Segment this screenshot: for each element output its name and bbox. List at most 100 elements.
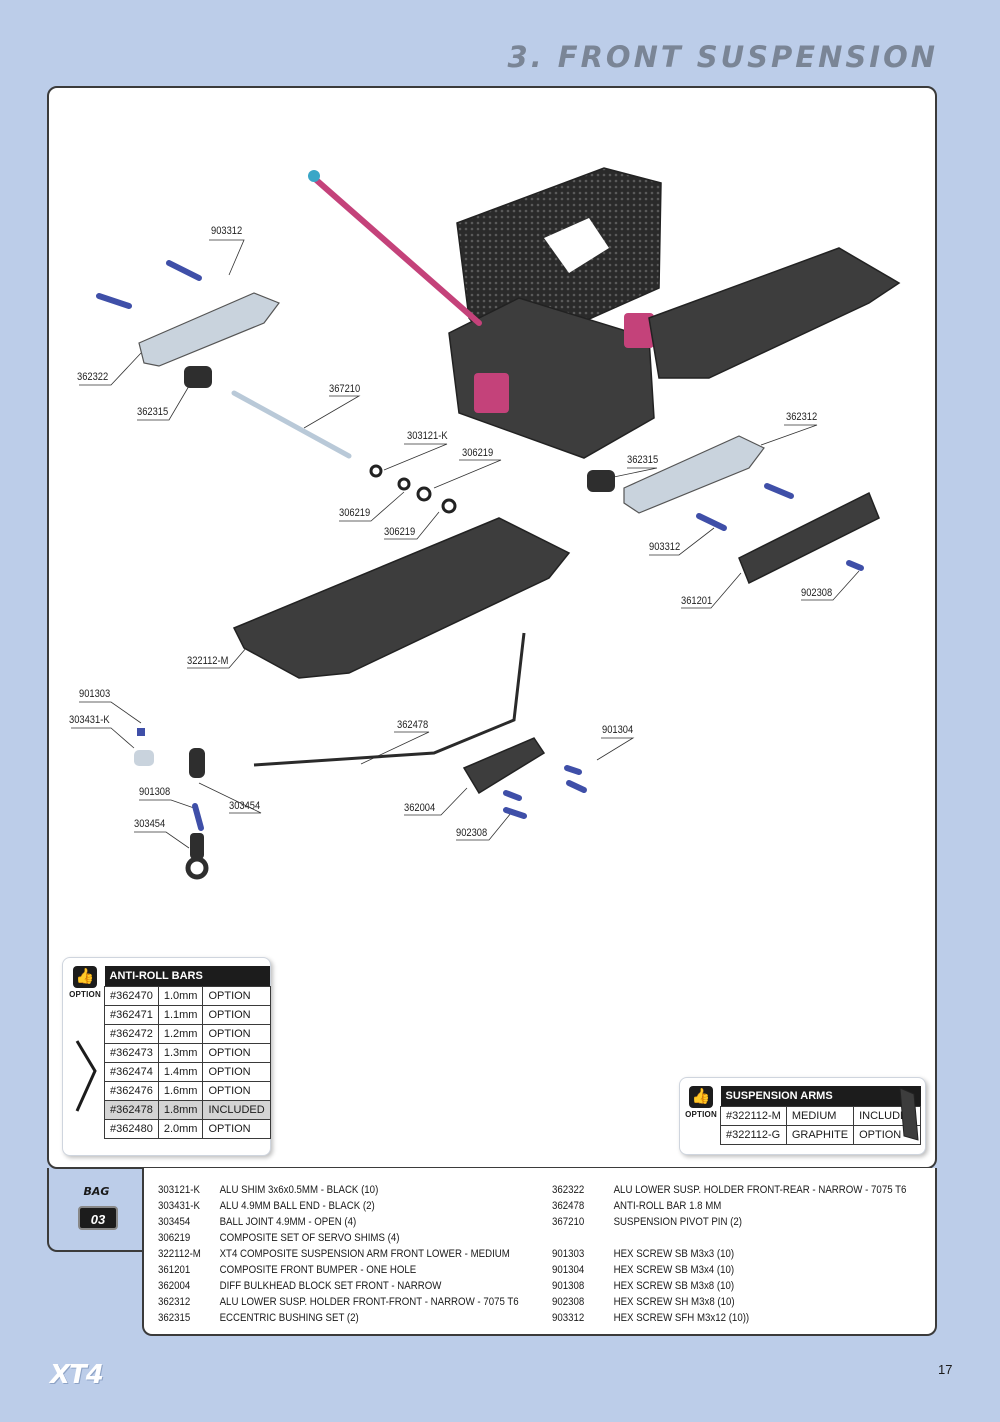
diff-block xyxy=(462,737,546,795)
part-number: 901304 xyxy=(552,1264,585,1276)
part-description: ECCENTRIC BUSHING SET (2) xyxy=(219,1312,359,1324)
size-cell: 2.0mm xyxy=(157,1119,204,1139)
rear-suspension-arm xyxy=(648,247,901,379)
callout-902308-right: 902308 xyxy=(801,587,833,599)
part-number-cell: #362472 xyxy=(104,1024,159,1044)
part-number xyxy=(552,1230,614,1246)
part-description: ALU LOWER SUSP. HOLDER FRONT-REAR - NARR… xyxy=(613,1184,907,1196)
callout-303431k: 303431-K xyxy=(69,714,110,726)
callout-362312: 362312 xyxy=(786,411,818,423)
part-number-cell: #322112-M xyxy=(720,1106,787,1126)
part-description: HEX SCREW SB M3x4 (10) xyxy=(613,1264,735,1276)
size-cell: 1.2mm xyxy=(157,1024,204,1044)
part-number-cell: #362471 xyxy=(104,1005,159,1025)
callout-362322: 362322 xyxy=(77,371,109,383)
status-cell: OPTION xyxy=(202,1062,271,1082)
part-number-cell: #362480 xyxy=(104,1119,159,1139)
xt4-logo: XT4 xyxy=(50,1360,104,1390)
callout-367210: 367210 xyxy=(329,383,361,395)
part-number: 306219 xyxy=(158,1232,191,1244)
part-description: XT4 COMPOSITE SUSPENSION ARM FRONT LOWER… xyxy=(219,1248,510,1260)
part-number-cell: #362470 xyxy=(104,986,159,1006)
part-list-item: 901304 HEX SCREW SB M3x4 (10) xyxy=(552,1262,906,1278)
size-cell: 1.3mm xyxy=(157,1043,204,1063)
suspension-arms-header: SUSPENSION ARMS xyxy=(720,1086,921,1107)
callout-902308-bottom: 902308 xyxy=(456,827,488,839)
status-cell: OPTION xyxy=(202,1024,271,1044)
callout-303454-b: 303454 xyxy=(134,818,166,830)
part-number: 362322 xyxy=(552,1184,585,1196)
part-description: HEX SCREW SB M3x3 (10) xyxy=(613,1248,735,1260)
status-cell: OPTION xyxy=(202,1005,271,1025)
part-number: 362004 xyxy=(158,1280,191,1292)
status-cell: OPTION xyxy=(202,1081,271,1101)
part-description: HEX SCREW SFH M3x12 (10)) xyxy=(613,1312,750,1324)
part-number-cell: #362478 xyxy=(104,1100,159,1120)
callout-901308: 901308 xyxy=(139,786,171,798)
part-description: HEX SCREW SH M3x8 (10) xyxy=(613,1296,735,1308)
bag-tab: BAG 03 xyxy=(47,1168,144,1252)
part-number: 303454 xyxy=(158,1216,191,1228)
callout-306219-b: 306219 xyxy=(339,507,371,519)
part-number: 361201 xyxy=(158,1264,191,1276)
part-number-cell: #362474 xyxy=(104,1062,159,1082)
bag-label: BAG xyxy=(83,1185,110,1198)
status-cell: INCLUDED xyxy=(202,1100,271,1120)
part-number: 367210 xyxy=(552,1216,585,1228)
callout-306219-a: 306219 xyxy=(462,447,494,459)
suspension-arm-thumbnail xyxy=(899,1087,919,1141)
callout-362315-right: 362315 xyxy=(627,454,659,466)
status-cell: OPTION xyxy=(202,1043,271,1063)
option-tag: 👍 OPTION xyxy=(69,966,101,999)
part-number-cell: #362476 xyxy=(104,1081,159,1101)
part-description: HEX SCREW SB M3x8 (10) xyxy=(613,1280,735,1292)
material-cell: MEDIUM xyxy=(785,1106,855,1126)
part-list-item: 903312 HEX SCREW SFH M3x12 (10)) xyxy=(552,1310,906,1326)
part-number: 901303 xyxy=(552,1248,585,1260)
size-cell: 1.8mm xyxy=(157,1100,204,1120)
exploded-assembly-diagram xyxy=(71,167,901,880)
part-list-item: 901308 HEX SCREW SB M3x8 (10) xyxy=(552,1278,906,1294)
anti-roll-bars-header: ANTI-ROLL BARS xyxy=(104,966,271,987)
part-number: 901308 xyxy=(552,1280,585,1292)
part-number: 903312 xyxy=(552,1312,585,1324)
page-number: 17 xyxy=(938,1362,953,1377)
material-cell: GRAPHITE xyxy=(785,1125,855,1145)
anti-roll-bar xyxy=(253,632,526,767)
size-cell: 1.6mm xyxy=(157,1081,204,1101)
page-title: 3. FRONT SUSPENSION xyxy=(507,40,938,74)
part-description: ANTI-ROLL BAR 1.8 MM xyxy=(613,1200,722,1212)
size-cell: 1.4mm xyxy=(157,1062,204,1082)
alu-holder-right xyxy=(623,435,765,514)
status-cell: OPTION xyxy=(202,1119,271,1139)
alu-holder-left xyxy=(138,292,280,367)
part-list-item: 901303 HEX SCREW SB M3x3 (10) xyxy=(552,1246,906,1262)
callout-901304: 901304 xyxy=(602,724,634,736)
size-cell: 1.0mm xyxy=(157,986,204,1006)
main-panel: 903312 362322 362315 367210 303121-K 306… xyxy=(47,86,937,1169)
callout-361201: 361201 xyxy=(681,595,713,607)
part-description: ALU 4.9MM BALL END - BLACK (2) xyxy=(219,1200,375,1212)
bulkhead xyxy=(448,297,655,459)
callout-362004: 362004 xyxy=(404,802,436,814)
anti-roll-bar-icon xyxy=(75,1040,97,1112)
part-number-cell: #322112-G xyxy=(720,1125,787,1145)
